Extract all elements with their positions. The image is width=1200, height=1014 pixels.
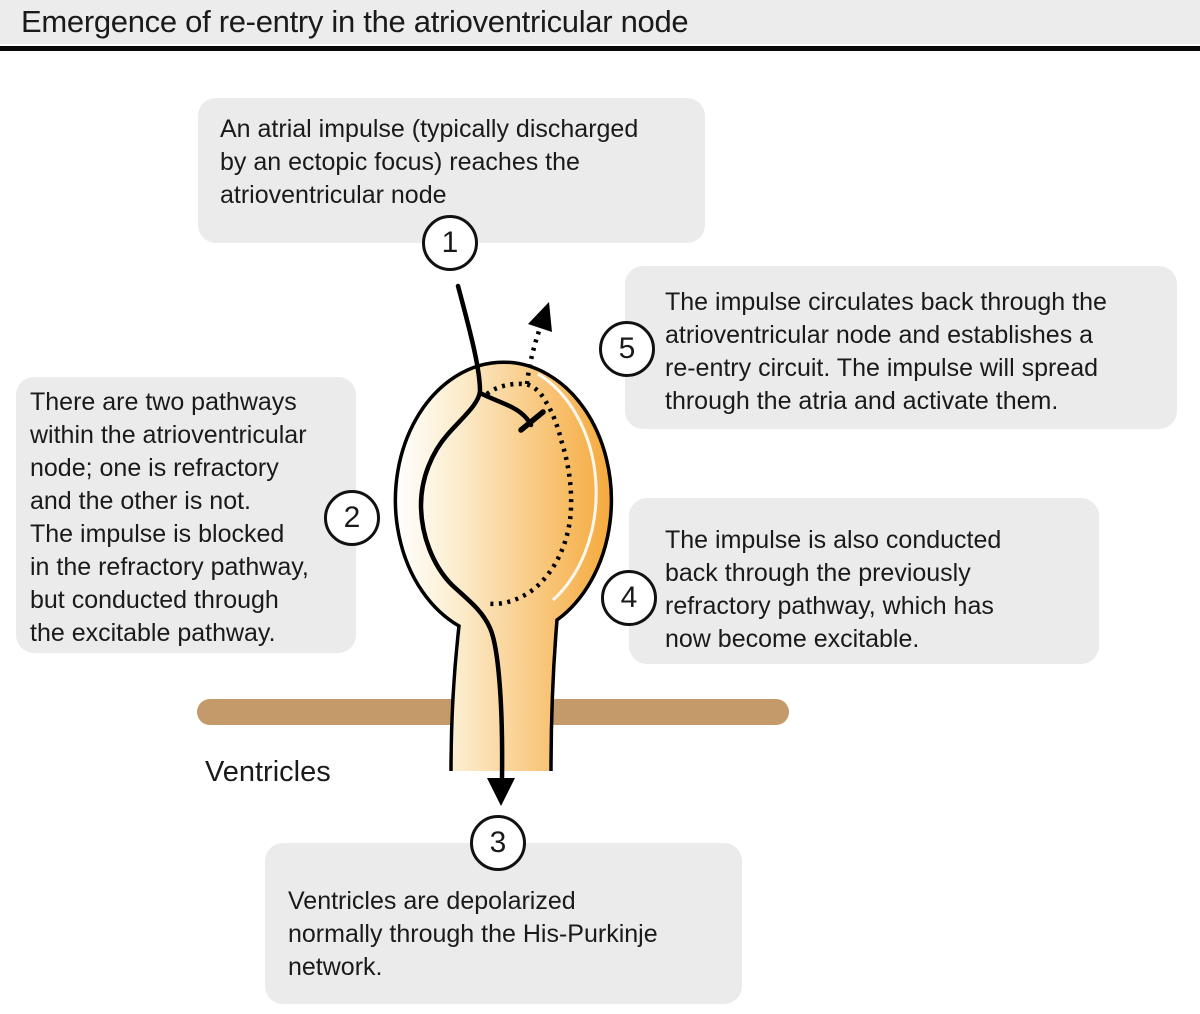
- step-note-4: The impulse is also conducted back throu…: [629, 498, 1099, 664]
- step-note-5: The impulse circulates back through the …: [625, 266, 1177, 429]
- block-symbol: [518, 409, 546, 433]
- step-note-1: An atrial impulse (typically discharged …: [198, 98, 705, 243]
- step-circle-2: 2: [324, 490, 380, 546]
- step-number-5: 5: [618, 332, 636, 365]
- page-title: Emergence of re-entry in the atrioventri…: [21, 4, 689, 39]
- av-node-shape: [395, 362, 612, 771]
- atrial-exit-arrowhead-icon: [528, 302, 552, 332]
- step-number-1: 1: [441, 226, 459, 259]
- step-number-3: 3: [489, 826, 507, 859]
- av-node-outline: [393, 360, 614, 772]
- node-highlight-arc: [537, 372, 598, 602]
- step-circle-4: 4: [601, 570, 657, 626]
- step-number-4: 4: [620, 581, 638, 614]
- step-circle-5: 5: [599, 321, 655, 377]
- impulse-conducted-path: [418, 283, 505, 781]
- step-note-2: There are two pathways within the atriov…: [16, 377, 356, 653]
- title-bar: Emergence of re-entry in the atrioventri…: [0, 0, 1200, 44]
- step-circle-3: 3: [470, 815, 526, 871]
- ventricles-label: Ventricles: [205, 756, 331, 788]
- ventricular-arrowhead-icon: [487, 778, 515, 806]
- step-number-2: 2: [343, 501, 361, 534]
- step-circle-1: 1: [422, 215, 478, 271]
- title-divider: [0, 46, 1200, 51]
